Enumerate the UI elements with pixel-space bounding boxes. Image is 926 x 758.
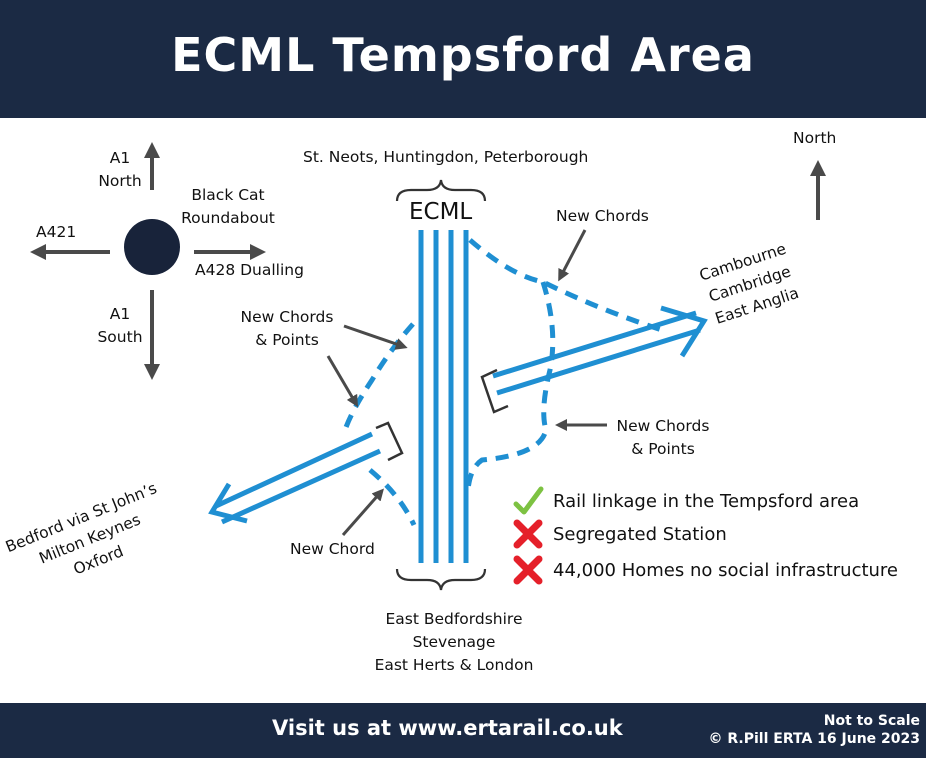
cross-icon bbox=[513, 519, 543, 549]
callout-chord-sw bbox=[341, 488, 384, 536]
a421-label: A421 bbox=[36, 223, 77, 241]
north-indicator-label: North bbox=[793, 129, 837, 147]
check-icon bbox=[513, 486, 544, 515]
new-chords-ne-label: New Chords bbox=[556, 207, 649, 225]
legend-text: Segregated Station bbox=[553, 523, 727, 545]
ecml-south-destinations: East Bedfordshire Stevenage East Herts &… bbox=[374, 610, 534, 674]
callout-chords-points-west-b bbox=[326, 355, 359, 408]
ecml-label: ECML bbox=[409, 199, 473, 225]
ecml-south-brace bbox=[395, 568, 487, 591]
footer-banner bbox=[0, 703, 926, 758]
new-chords-points-east-label: New Chords & Points bbox=[616, 417, 710, 458]
legend-item: Segregated Station bbox=[512, 519, 727, 549]
chord-north-east bbox=[468, 238, 663, 333]
ecml-north-destinations: St. Neots, Huntingdon, Peterborough bbox=[303, 148, 589, 166]
east-platform bbox=[480, 368, 509, 414]
new-chord-sw-label: New Chord bbox=[290, 540, 375, 558]
page-title: ECML Tempsford Area bbox=[171, 28, 755, 82]
scale-note: Not to Scale bbox=[823, 713, 920, 729]
legend-item: Rail linkage in the Tempsford area bbox=[512, 486, 859, 516]
roundabout-label: Black Cat Roundabout bbox=[181, 186, 275, 227]
callout-chords-points-west-a bbox=[343, 324, 408, 350]
new-chords-points-west-label: New Chords & Points bbox=[240, 308, 334, 349]
ecml-north-brace bbox=[395, 179, 487, 202]
a1-north-label: A1 North bbox=[98, 149, 142, 190]
legend-text: 44,000 Homes no social infrastructure bbox=[553, 559, 899, 581]
a1-south-label: A1 South bbox=[97, 305, 143, 346]
cross-icon bbox=[513, 555, 543, 585]
footer-credits: Not to Scale © R.Pill ERTA 16 June 2023 bbox=[709, 712, 920, 748]
website-link[interactable]: Visit us at www.ertarail.co.uk bbox=[272, 716, 623, 740]
chord-north-west bbox=[342, 322, 415, 431]
copyright-credit: © R.Pill ERTA 16 June 2023 bbox=[708, 731, 920, 747]
chord-east-loop bbox=[465, 281, 556, 491]
legend-item: 44,000 Homes no social infrastructure bbox=[512, 555, 898, 585]
ecml-tracks bbox=[418, 230, 469, 563]
west-line bbox=[208, 431, 382, 525]
new-chords bbox=[342, 238, 663, 527]
a428-label: A428 Dualling bbox=[195, 261, 304, 279]
chord-south-west bbox=[368, 468, 417, 527]
legend-text: Rail linkage in the Tempsford area bbox=[553, 490, 860, 512]
road-compass bbox=[30, 142, 266, 380]
west-platform bbox=[375, 421, 404, 462]
east-line bbox=[492, 305, 708, 396]
header-banner bbox=[0, 0, 926, 118]
black-cat-roundabout bbox=[124, 219, 180, 275]
callout-chords-ne bbox=[558, 229, 587, 282]
